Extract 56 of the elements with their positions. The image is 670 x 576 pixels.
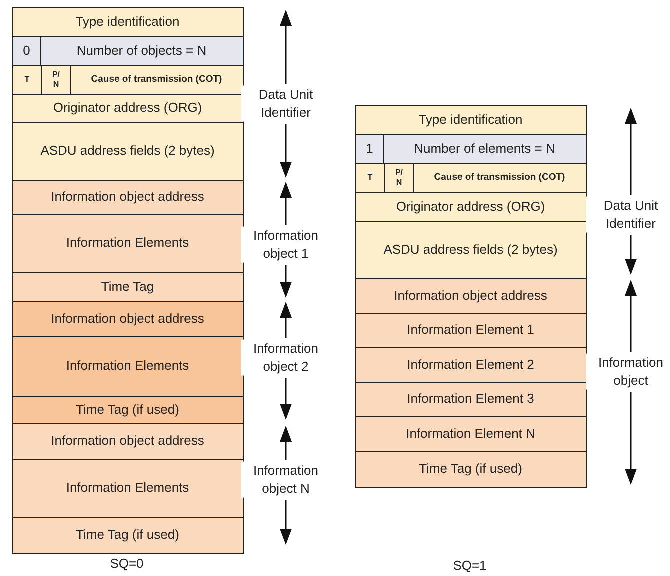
field-cell <box>12 423 244 460</box>
field-name: P/ N <box>394 168 404 189</box>
field-name: Time Tag (if used) <box>419 460 522 478</box>
field-name: Information Elements <box>66 479 190 498</box>
field-name: T <box>366 173 374 184</box>
field-cell <box>12 94 244 124</box>
field-name: ASDU address fields (2 bytes) <box>384 240 558 259</box>
field-cell <box>383 134 586 164</box>
field-name: Number of objects = N <box>76 42 207 60</box>
field-cell <box>70 65 244 96</box>
field-name: Information object address <box>394 286 548 305</box>
field-name: Number of elements = N <box>414 140 556 158</box>
field-cell <box>12 122 244 182</box>
field-name: T <box>24 75 31 86</box>
field-name: Cause of transmission (COT) <box>91 73 222 88</box>
field-cell <box>12 517 244 554</box>
field-name: Time Tag (if used) <box>76 526 180 544</box>
field-cell <box>355 382 586 418</box>
field-cell <box>12 396 244 424</box>
field-name: P/ N <box>51 70 62 91</box>
field-cell <box>355 416 586 452</box>
field-name: Information Element 2 <box>407 356 534 374</box>
field-cell <box>355 347 586 384</box>
field-cell <box>12 214 244 274</box>
field-name: Time Tag <box>101 278 154 296</box>
field-name: Information Elements <box>66 234 190 252</box>
field-cell <box>413 163 586 194</box>
field-name: Information Element 3 <box>407 390 534 408</box>
field-name: Information Element N <box>406 424 536 443</box>
field-name: Originator address (ORG) <box>53 99 202 118</box>
field-cell <box>12 7 244 38</box>
field-cell <box>12 180 244 216</box>
field-cell <box>12 272 244 302</box>
field-name: Cause of transmission (COT) <box>434 171 566 186</box>
field-cell <box>355 192 586 222</box>
field-cell <box>355 105 586 136</box>
field-cell <box>12 459 244 518</box>
field-name: Originator address (ORG) <box>396 198 546 216</box>
field-name: Information object address <box>51 310 204 328</box>
field-name: 0 <box>23 42 30 60</box>
field-name: ASDU address fields (2 bytes) <box>40 142 215 160</box>
field-name: Information object address <box>51 188 204 206</box>
field-cell <box>355 278 586 314</box>
field-name: Information object address <box>51 432 204 450</box>
field-cell <box>355 221 586 280</box>
field-cell <box>12 336 244 398</box>
field-name: Type identification <box>76 12 180 31</box>
field-name: Information Elements <box>66 357 190 376</box>
field-name: Type identification <box>418 110 523 129</box>
field-cell <box>355 313 586 348</box>
field-cell <box>355 451 586 488</box>
field-name: 1 <box>366 140 374 158</box>
field-cell <box>12 301 244 338</box>
field-name: Time Tag (if used) <box>76 400 180 419</box>
field-cell <box>40 36 244 66</box>
field-name: Information Element 1 <box>407 321 534 340</box>
